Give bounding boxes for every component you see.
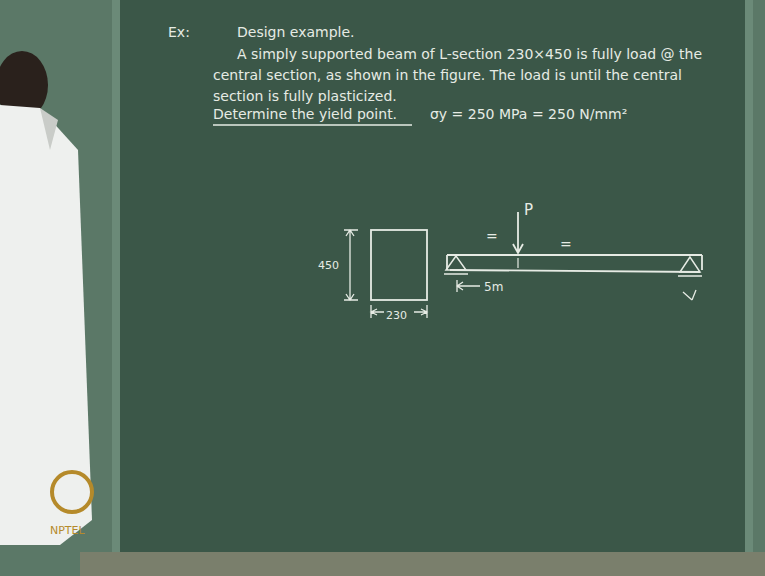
problem-statement: A simply supported beam of L-section 230… [213, 44, 718, 107]
watermark: NPTEL [50, 520, 85, 541]
equal-mark: = [560, 234, 572, 255]
cross-section [371, 230, 427, 300]
dimension-label: 450 [318, 255, 339, 276]
load-arrow [513, 212, 523, 253]
midspan-tick [517, 258, 518, 268]
shirt-fold [40, 108, 58, 150]
task-note: Determine the yield point. [213, 104, 397, 125]
span-label: 5m [484, 277, 503, 298]
logo-ring [52, 472, 92, 512]
board [112, 0, 752, 552]
span-dimension [457, 280, 480, 292]
heading: Design example. [237, 22, 355, 43]
dimension-label: 230 [386, 305, 407, 326]
board-frame [112, 0, 120, 552]
beam [447, 255, 702, 272]
roller-support [678, 257, 702, 276]
chalk-tray [80, 552, 765, 576]
board-frame [745, 0, 753, 552]
support-mark [683, 290, 696, 300]
underline [213, 124, 412, 126]
height-dimension [344, 230, 358, 300]
equal-mark: = [486, 226, 498, 247]
pin-support [444, 256, 468, 274]
load-label: P [524, 200, 533, 221]
example-tag: Ex: [168, 22, 190, 43]
yield-stress: σy = 250 MPa = 250 N/mm² [430, 104, 627, 125]
person-shirt [0, 105, 92, 545]
